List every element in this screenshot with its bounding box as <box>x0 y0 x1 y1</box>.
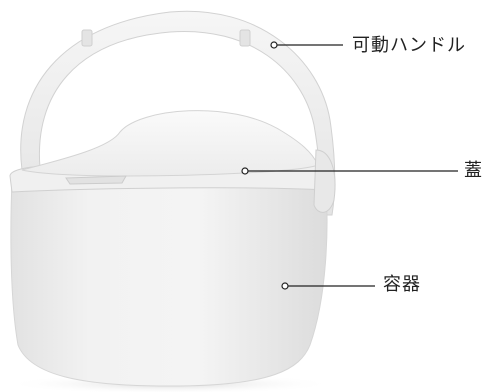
handle-tab-left <box>81 29 93 47</box>
callout-handle <box>270 41 343 49</box>
label-container: 容器 <box>383 274 421 295</box>
label-lid: 蓋 <box>464 160 483 181</box>
handle-pivot-right <box>313 149 336 213</box>
callout-dot-container <box>281 282 289 290</box>
callout-dot-lid <box>241 167 249 175</box>
container-body <box>10 174 328 387</box>
lid <box>21 110 319 185</box>
callout-lid <box>241 167 458 175</box>
handle-tab-right <box>239 29 251 47</box>
movable-handle <box>20 10 336 216</box>
callout-dot-handle <box>270 41 278 49</box>
label-movable-handle: 可動ハンドル <box>352 35 466 56</box>
lid-grip <box>65 175 127 185</box>
callout-container <box>281 282 375 290</box>
